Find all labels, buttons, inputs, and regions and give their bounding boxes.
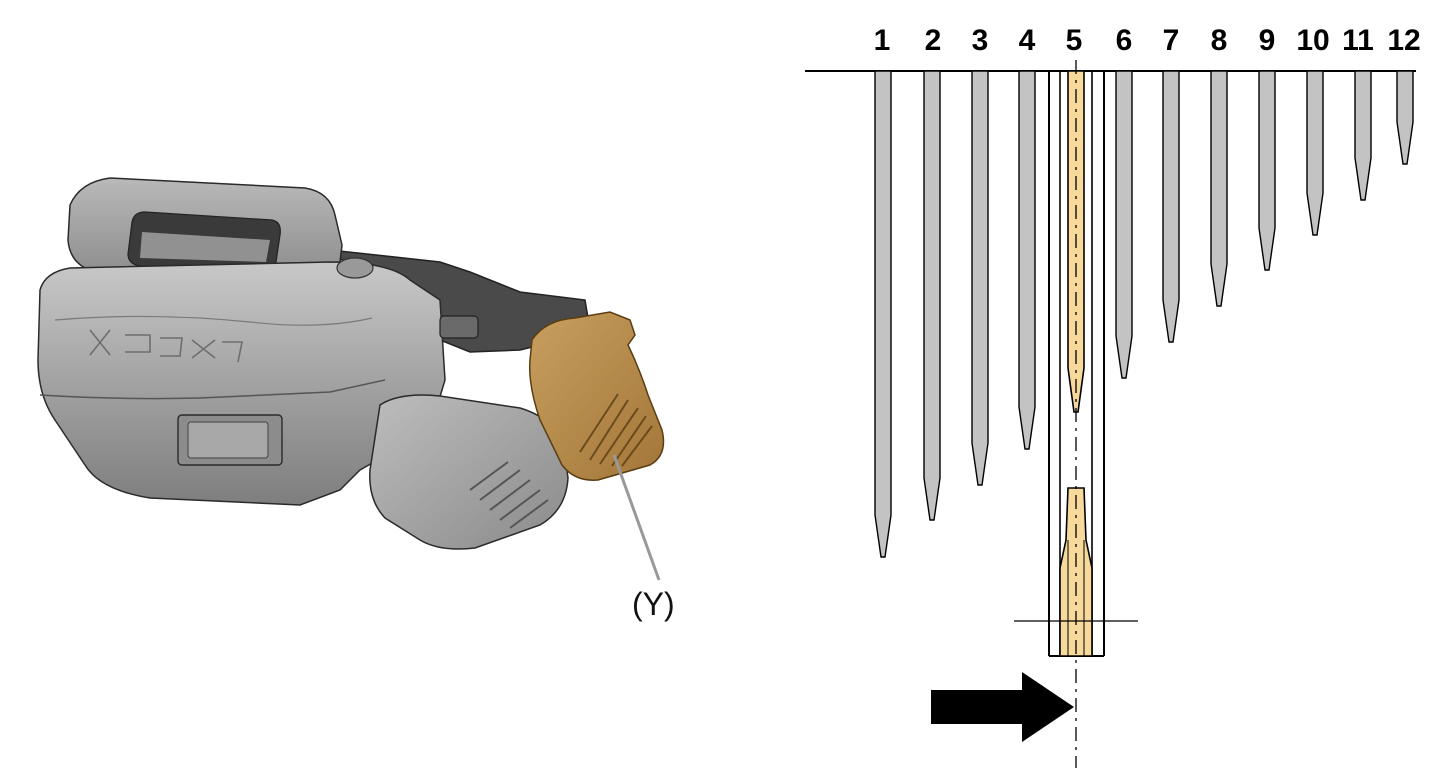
tool-switch-slot [439,315,479,339]
tool-body-contour [54,315,373,326]
tool-logo-emboss [89,329,243,363]
pin-9 [1258,70,1276,271]
pin-number-7: 7 [1163,24,1180,57]
tool-screw [336,257,374,279]
pin-8 [1210,70,1228,307]
pin-number-4: 4 [1019,24,1036,57]
pin-10 [1306,70,1324,236]
tool-fixed-jaw-ribs [469,461,549,529]
pin-number-6: 6 [1116,24,1133,57]
pin-number-11: 11 [1342,24,1374,57]
tool-side-latch-inner [187,421,269,459]
pin-number-5: 5 [1066,24,1083,57]
tool-handle-opening-inner [140,232,270,262]
pin-12 [1396,70,1414,165]
pin-number-2: 2 [925,24,942,57]
callout-label-y: (Y) [632,586,675,622]
pin-3 [971,70,989,486]
pin-6 [1115,70,1133,379]
tool-part-y-ribs [579,393,653,467]
pin-4 [1018,70,1036,450]
pins-group [874,70,1414,558]
tool-fixed-jaw [369,394,569,550]
tool-illustration: (Y) [37,177,675,622]
pin-number-9: 9 [1259,24,1276,57]
pin-11 [1354,70,1372,201]
callout-leader-line [612,454,661,581]
arrow-right-icon [931,672,1074,742]
pin-1 [874,70,892,558]
pin-7 [1162,70,1180,343]
tool-body-ridge [39,379,386,400]
pin-number-8: 8 [1211,24,1228,57]
selected-pin-guide [1014,60,1138,768]
pin-number-10: 10 [1296,24,1329,57]
pin-2 [923,70,941,521]
highlighted-pin-lower [1059,487,1093,657]
pin-number-3: 3 [972,24,989,57]
pin-number-1: 1 [874,24,891,57]
pin-number-12: 12 [1387,24,1420,57]
